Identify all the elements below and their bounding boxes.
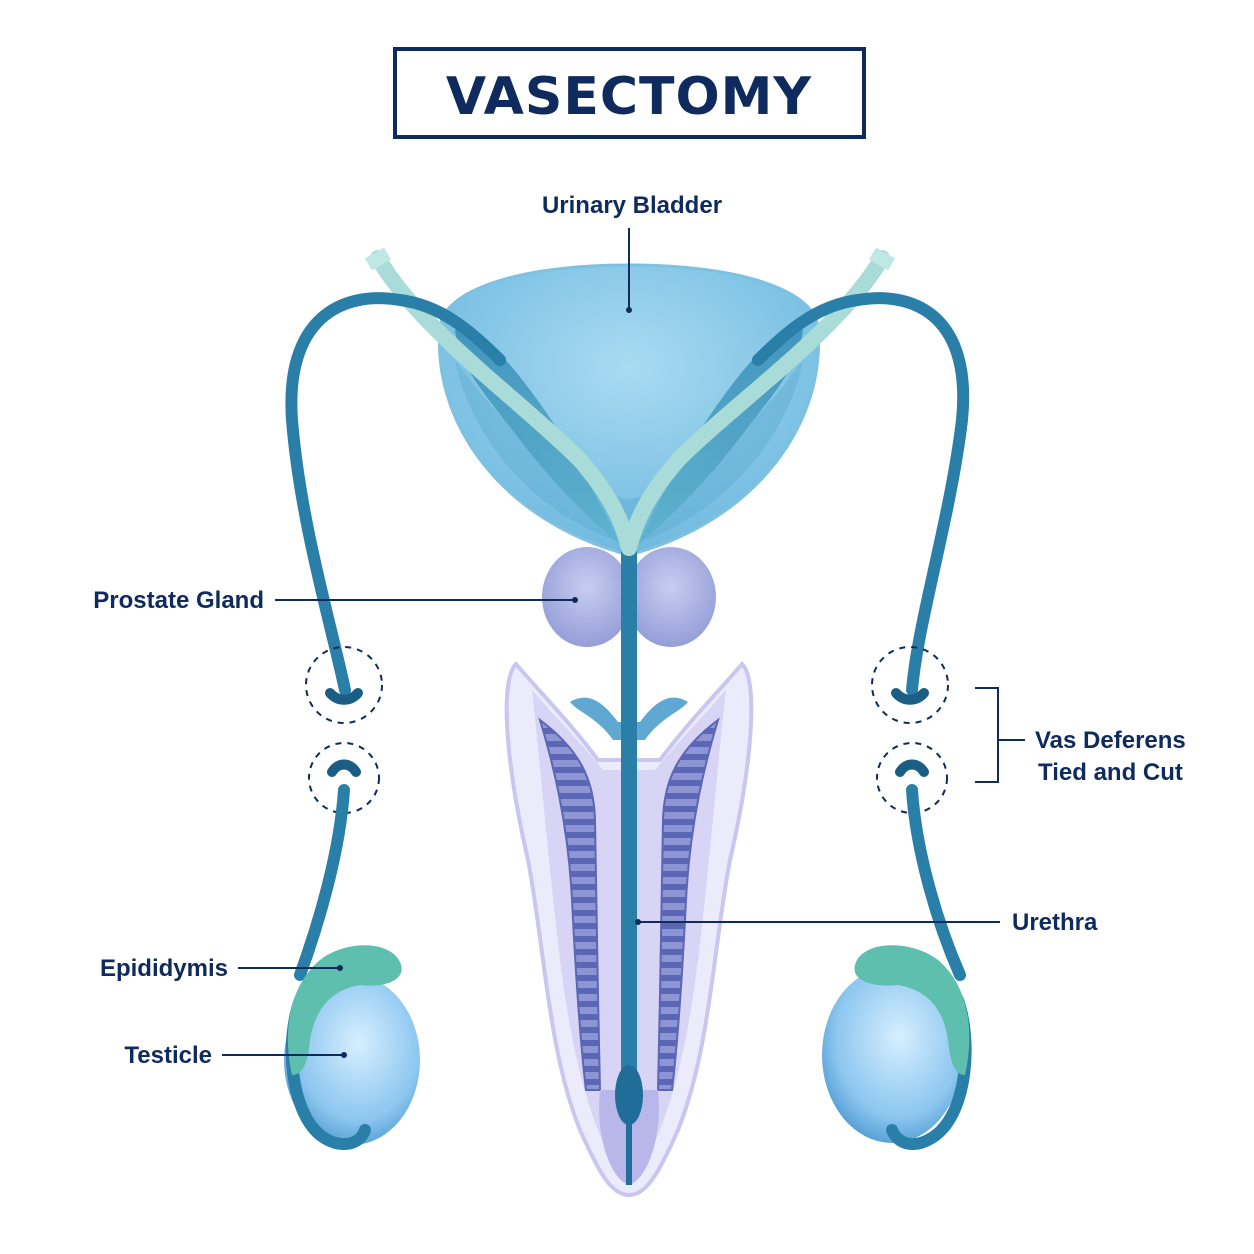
label-vas-deferens-line2: Tied and Cut [1038,759,1183,786]
urinary-bladder [437,263,821,557]
prostate-gland [542,547,716,647]
label-epididymis: Epididymis [100,955,228,982]
title-box: VASECTOMY [393,47,866,139]
right-vas-deferens-lower [906,784,966,981]
label-prostate-gland: Prostate Gland [93,587,264,614]
left-cut-site-lower [308,742,380,814]
left-cut-site-upper [305,646,383,724]
left-epididymis [287,945,402,1075]
right-cut-site-upper [871,646,949,724]
bulbourethral-glands [570,697,688,740]
label-urethra: Urethra [1012,909,1098,936]
right-vas-deferens-upper [752,292,970,696]
leader-lines [222,228,1025,1058]
label-urinary-bladder: Urinary Bladder [542,192,722,219]
right-ureter [621,250,890,556]
left-vas-deferens-lower [294,784,350,981]
label-testicle: Testicle [124,1042,212,1069]
title: VASECTOMY [446,67,813,127]
right-epididymis [854,945,970,1075]
left-vas-deferens-upper [285,292,506,696]
right-cut-site-lower [876,742,948,814]
left-ureter [370,250,637,556]
label-vas-deferens-line1: Vas Deferens [1035,727,1186,754]
